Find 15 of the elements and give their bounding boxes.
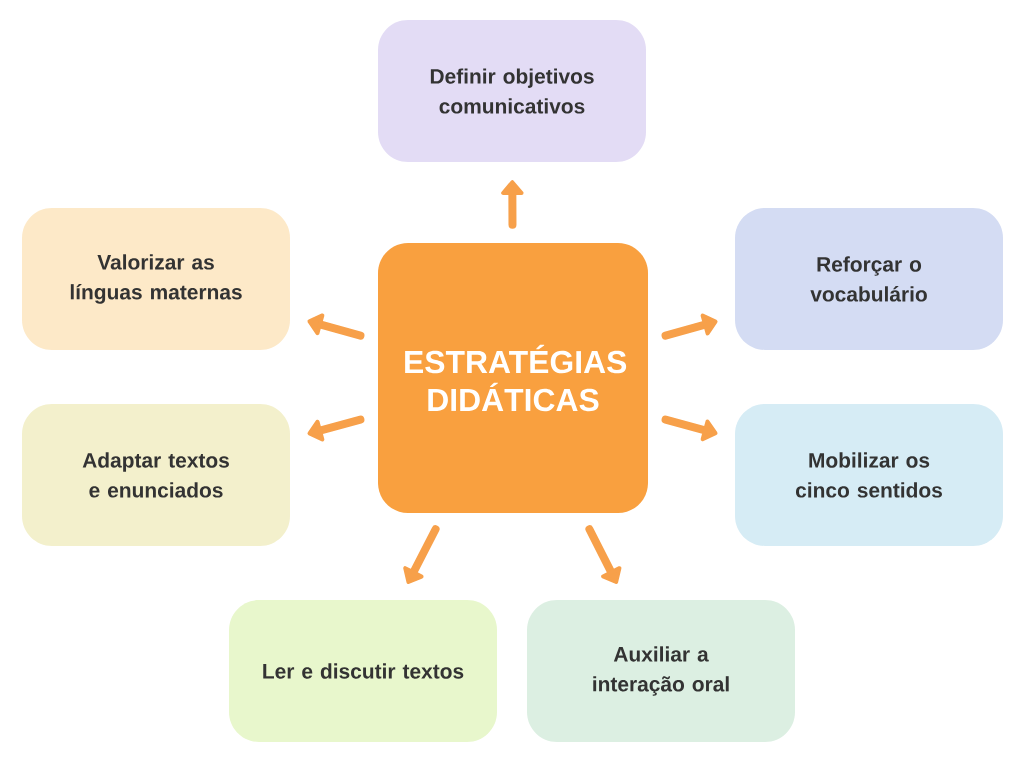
arrow <box>501 180 524 229</box>
strategy-box: Ler e discutir textos <box>229 600 497 742</box>
strategy-box: Reforçar o vocabulário <box>735 208 1003 350</box>
arrow <box>585 525 622 584</box>
arrow <box>403 525 440 584</box>
arrow <box>661 415 718 442</box>
strategy-box: Mobilizar os cinco sentidos <box>735 404 1003 546</box>
strategy-box: Definir objetivos comunicativos <box>378 20 646 162</box>
strategy-box: Valorizar as línguas maternas <box>22 208 290 350</box>
center-box: ESTRATÉGIAS DIDÁTICAS <box>378 243 648 513</box>
arrow <box>307 415 365 442</box>
arrow <box>307 313 365 340</box>
arrow <box>661 313 718 340</box>
strategy-box: Auxiliar a interação oral <box>527 600 795 742</box>
strategy-box: Adaptar textos e enunciados <box>22 404 290 546</box>
